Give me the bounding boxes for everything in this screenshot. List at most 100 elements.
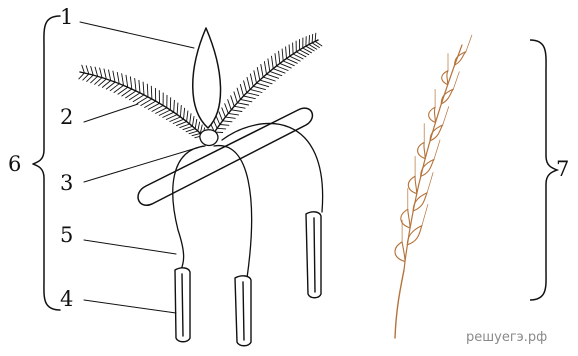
stigma-hair: [312, 34, 313, 43]
stigma-hair: [198, 122, 200, 131]
spikelet: [429, 107, 436, 122]
stigma-hair: [250, 74, 253, 86]
stigma-hair: [126, 75, 128, 87]
stigma-hair: [263, 77, 275, 81]
leader-5: [84, 240, 176, 254]
stigma-hair: [109, 70, 111, 81]
awn: [422, 204, 428, 225]
stigma-hair: [234, 92, 237, 103]
stigma-hair: [189, 131, 198, 134]
stigma-hair: [173, 119, 183, 123]
stigma-hair: [253, 86, 265, 89]
leader-4: [84, 300, 176, 313]
stigma-hair: [143, 82, 144, 95]
spike-stem: [395, 270, 404, 338]
label-2: 2: [60, 105, 73, 129]
stigma-hair: [225, 117, 235, 118]
label-5: 5: [60, 223, 73, 247]
stigma-hair: [180, 106, 181, 118]
awn: [466, 35, 472, 52]
spike-rachis: [404, 45, 462, 270]
stigma-hair: [79, 73, 85, 79]
stigma-hair: [261, 65, 263, 78]
stigma-hair: [267, 74, 279, 78]
stigma-hair: [186, 129, 195, 132]
stigma-hair: [174, 100, 175, 112]
stigma-hair: [117, 72, 119, 83]
stigma-hair: [282, 49, 283, 61]
stigma-hair: [100, 68, 102, 78]
stigma-hair: [192, 133, 200, 135]
stigma-hair: [247, 77, 250, 89]
stigma-hair: [244, 96, 256, 99]
stigma-hair: [240, 84, 243, 96]
stigma-hair: [268, 59, 270, 72]
stigma-hair: [184, 108, 185, 119]
stigma-hair: [187, 111, 188, 122]
anther-right: [306, 212, 321, 298]
stigma-hair: [222, 108, 226, 117]
spikelet: [430, 125, 443, 141]
stigma-hair: [223, 121, 233, 122]
spikelet: [408, 176, 416, 194]
awn: [434, 140, 440, 159]
stigma-hair: [91, 66, 94, 75]
stigma-hair: [113, 71, 115, 82]
stigma-hair: [315, 33, 316, 41]
stigma-hair: [217, 128, 226, 129]
stigma-hair: [216, 116, 220, 124]
stigma-hair: [139, 80, 140, 93]
spikelet: [421, 159, 434, 176]
stigma-hair: [254, 71, 257, 83]
lodicule: [193, 28, 221, 128]
stigma-hair: [151, 86, 152, 99]
spikelet: [455, 52, 466, 66]
stigma-hair: [260, 80, 272, 84]
stigma-hair: [180, 124, 190, 128]
stigma-hair: [91, 76, 98, 83]
stigma-hair: [257, 83, 269, 87]
stigma-hair: [257, 68, 260, 81]
label-3: 3: [60, 171, 73, 195]
stigma-hair: [247, 93, 259, 96]
anther-left: [175, 268, 190, 342]
stigma-hair: [234, 106, 245, 108]
spikelet: [418, 142, 426, 158]
stigma-hair: [231, 110, 242, 112]
ovary: [200, 130, 218, 146]
stigma-hair: [244, 81, 247, 93]
stigma-hair: [264, 62, 266, 75]
awn: [453, 72, 459, 89]
stigma-hair: [272, 56, 274, 68]
awn: [443, 107, 449, 125]
stigma-hair: [87, 75, 94, 81]
bracket-6: [33, 16, 60, 310]
stigma-hair: [277, 66, 289, 71]
stigma-hair: [270, 71, 282, 75]
stigma-hair: [192, 117, 194, 127]
stigma-hair: [228, 113, 238, 115]
awn: [427, 173, 433, 193]
anther-middle: [235, 276, 251, 346]
stigma-hair: [250, 89, 262, 92]
label-4: 4: [60, 287, 73, 311]
stigma-hair: [293, 43, 294, 54]
stigma-hair: [286, 47, 287, 59]
spikelet: [442, 71, 448, 85]
label-1: 1: [60, 5, 73, 29]
stigma-hair: [190, 114, 191, 124]
label-7: 7: [556, 157, 569, 181]
wheat-spike: [395, 35, 472, 338]
stigma-hair: [289, 45, 290, 57]
stigma-hair: [95, 67, 98, 76]
stigma-hair: [219, 112, 223, 121]
stigma-hair: [220, 125, 229, 126]
stigma-hair: [104, 69, 106, 79]
stigma-hair: [228, 100, 232, 110]
stigma-hair: [237, 103, 248, 105]
stigma-hair: [83, 74, 89, 80]
leader-2: [84, 104, 138, 122]
stigma-hair: [273, 69, 285, 73]
